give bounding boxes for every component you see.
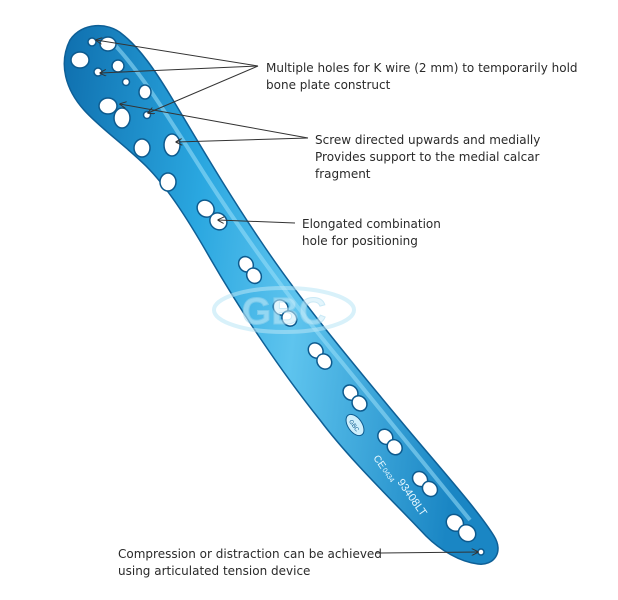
watermark-text: GBC — [242, 291, 326, 333]
elongated-hole-annotation: Elongated combination hole for positioni… — [302, 216, 441, 250]
annotation-line: Provides support to the medial calcar — [315, 150, 540, 164]
screw-direction-annotation: Screw directed upwards and medially Prov… — [315, 132, 540, 183]
kwire-hole — [121, 77, 131, 87]
combination-hole — [237, 255, 263, 285]
screw-hole — [98, 97, 118, 115]
shaft-holes — [196, 199, 485, 556]
screw-hole — [99, 36, 117, 52]
leader-kwire — [96, 40, 259, 67]
combination-hole — [377, 428, 403, 456]
tension-device-hole — [477, 548, 485, 556]
combination-hole — [307, 342, 333, 370]
leader-screw — [176, 137, 309, 142]
screw-hole — [138, 84, 152, 100]
kwire-holes-annotation: Multiple holes for K wire (2 mm) to temp… — [266, 60, 578, 94]
leader-kwire — [148, 65, 259, 113]
leader-screw — [120, 104, 309, 139]
screw-hole — [113, 107, 131, 129]
screw-hole — [133, 138, 151, 158]
leader-compression — [375, 552, 478, 553]
annotation-line: Elongated combination — [302, 217, 441, 231]
screw-hole — [111, 59, 125, 73]
annotation-line: Compression or distraction can be achiev… — [118, 547, 382, 561]
combination-hole — [272, 299, 298, 327]
annotation-line: bone plate construct — [266, 78, 391, 92]
watermark: GBC — [212, 286, 356, 334]
screw-hole — [159, 172, 177, 192]
annotation-line: using articulated tension device — [118, 564, 311, 578]
annotation-line: fragment — [315, 167, 371, 181]
annotation-line: Multiple holes for K wire (2 mm) to temp… — [266, 61, 578, 75]
leader-elongated — [218, 220, 296, 223]
compression-annotation: Compression or distraction can be achiev… — [118, 546, 382, 580]
combination-hole — [445, 513, 477, 543]
combination-hole — [411, 470, 439, 498]
kwire-hole — [87, 37, 97, 47]
screw-hole — [70, 51, 90, 69]
kwire-hole — [93, 67, 103, 77]
leader-lines — [96, 40, 478, 553]
annotation-line: hole for positioning — [302, 234, 418, 248]
combination-hole — [342, 384, 368, 412]
screw-hole — [163, 133, 181, 157]
leader-kwire — [100, 65, 259, 73]
plate-logo: GBC — [345, 413, 365, 437]
annotation-line: Screw directed upwards and medially — [315, 133, 541, 147]
